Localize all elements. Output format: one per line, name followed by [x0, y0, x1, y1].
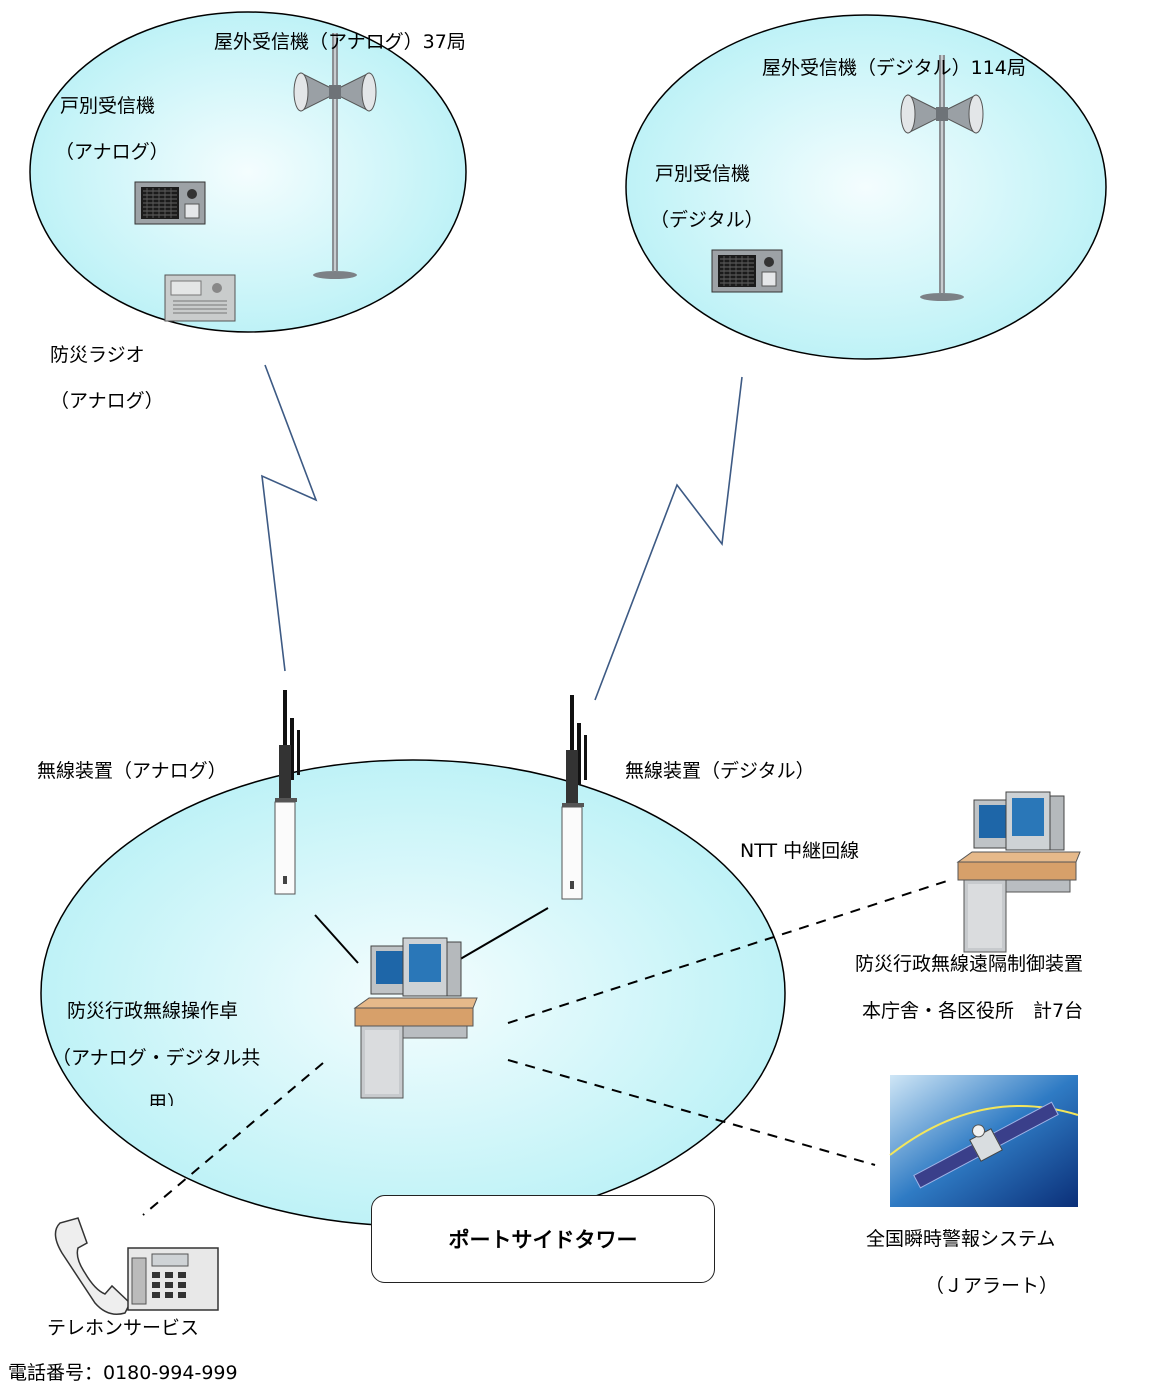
telephone-service-label: テレホンサービス — [47, 1317, 200, 1339]
jalert-short-label: （Ｊアラート） — [925, 1275, 1059, 1297]
telephone-icon — [54, 1217, 219, 1315]
portside-tower-box: ポートサイドタワー — [371, 1195, 715, 1283]
jalert-label: 全国瞬時警報システム — [866, 1228, 1056, 1250]
disaster-radio-label: 防災ラジオ — [50, 344, 145, 366]
radio-unit-analog-label: 無線装置（アナログ） — [37, 760, 227, 782]
operation-console-type-label: （アナログ・デジタル共 — [52, 1047, 261, 1069]
home-receiver-digital-type-label: （デジタル） — [650, 209, 764, 231]
analog-area-ellipse — [29, 11, 467, 333]
jalert-satellite-icon — [889, 1075, 1079, 1207]
ntt-relay-line — [507, 879, 951, 1024]
telephone-number-label: 電話番号：0180-994-999 — [8, 1362, 238, 1384]
outdoor-receiver-digital-label: 屋外受信機（デジタル）114局 — [762, 57, 1026, 79]
remote-control-console-icon — [957, 791, 1081, 953]
home-receiver-digital-label: 戸別受信機 — [655, 163, 751, 185]
disaster-radio-icon — [164, 274, 236, 322]
radio-unit-digital-label: 無線装置（デジタル） — [625, 760, 815, 782]
home-receiver-analog-icon — [134, 181, 206, 225]
ntt-relay-label: NTT 中継回線 — [740, 840, 860, 862]
remote-control-count-label: 本庁舎・各区役所 計7台 — [862, 1000, 1084, 1022]
analog-unit-connector — [314, 914, 359, 964]
disaster-radio-type-label: （アナログ） — [50, 390, 164, 412]
home-receiver-digital-icon — [711, 249, 783, 293]
analog-radio-link — [261, 364, 318, 672]
telephone-line — [142, 1062, 324, 1216]
portside-tower-label: ポートサイドタワー — [448, 1228, 638, 1252]
home-receiver-analog-type-label: （アナログ） — [55, 141, 169, 163]
operation-console-label: 防災行政無線操作卓 — [67, 1000, 239, 1022]
digital-unit-connector — [449, 907, 549, 966]
outdoor-receiver-analog-label: 屋外受信機（アナログ）37局 — [214, 31, 466, 53]
operation-console-type-label-cont: 用） — [148, 1092, 187, 1106]
home-receiver-analog-label: 戸別受信機 — [60, 95, 156, 117]
remote-control-label: 防災行政無線遠隔制御装置 — [855, 953, 1084, 975]
digital-radio-link — [594, 376, 743, 701]
jalert-line — [507, 1059, 876, 1166]
